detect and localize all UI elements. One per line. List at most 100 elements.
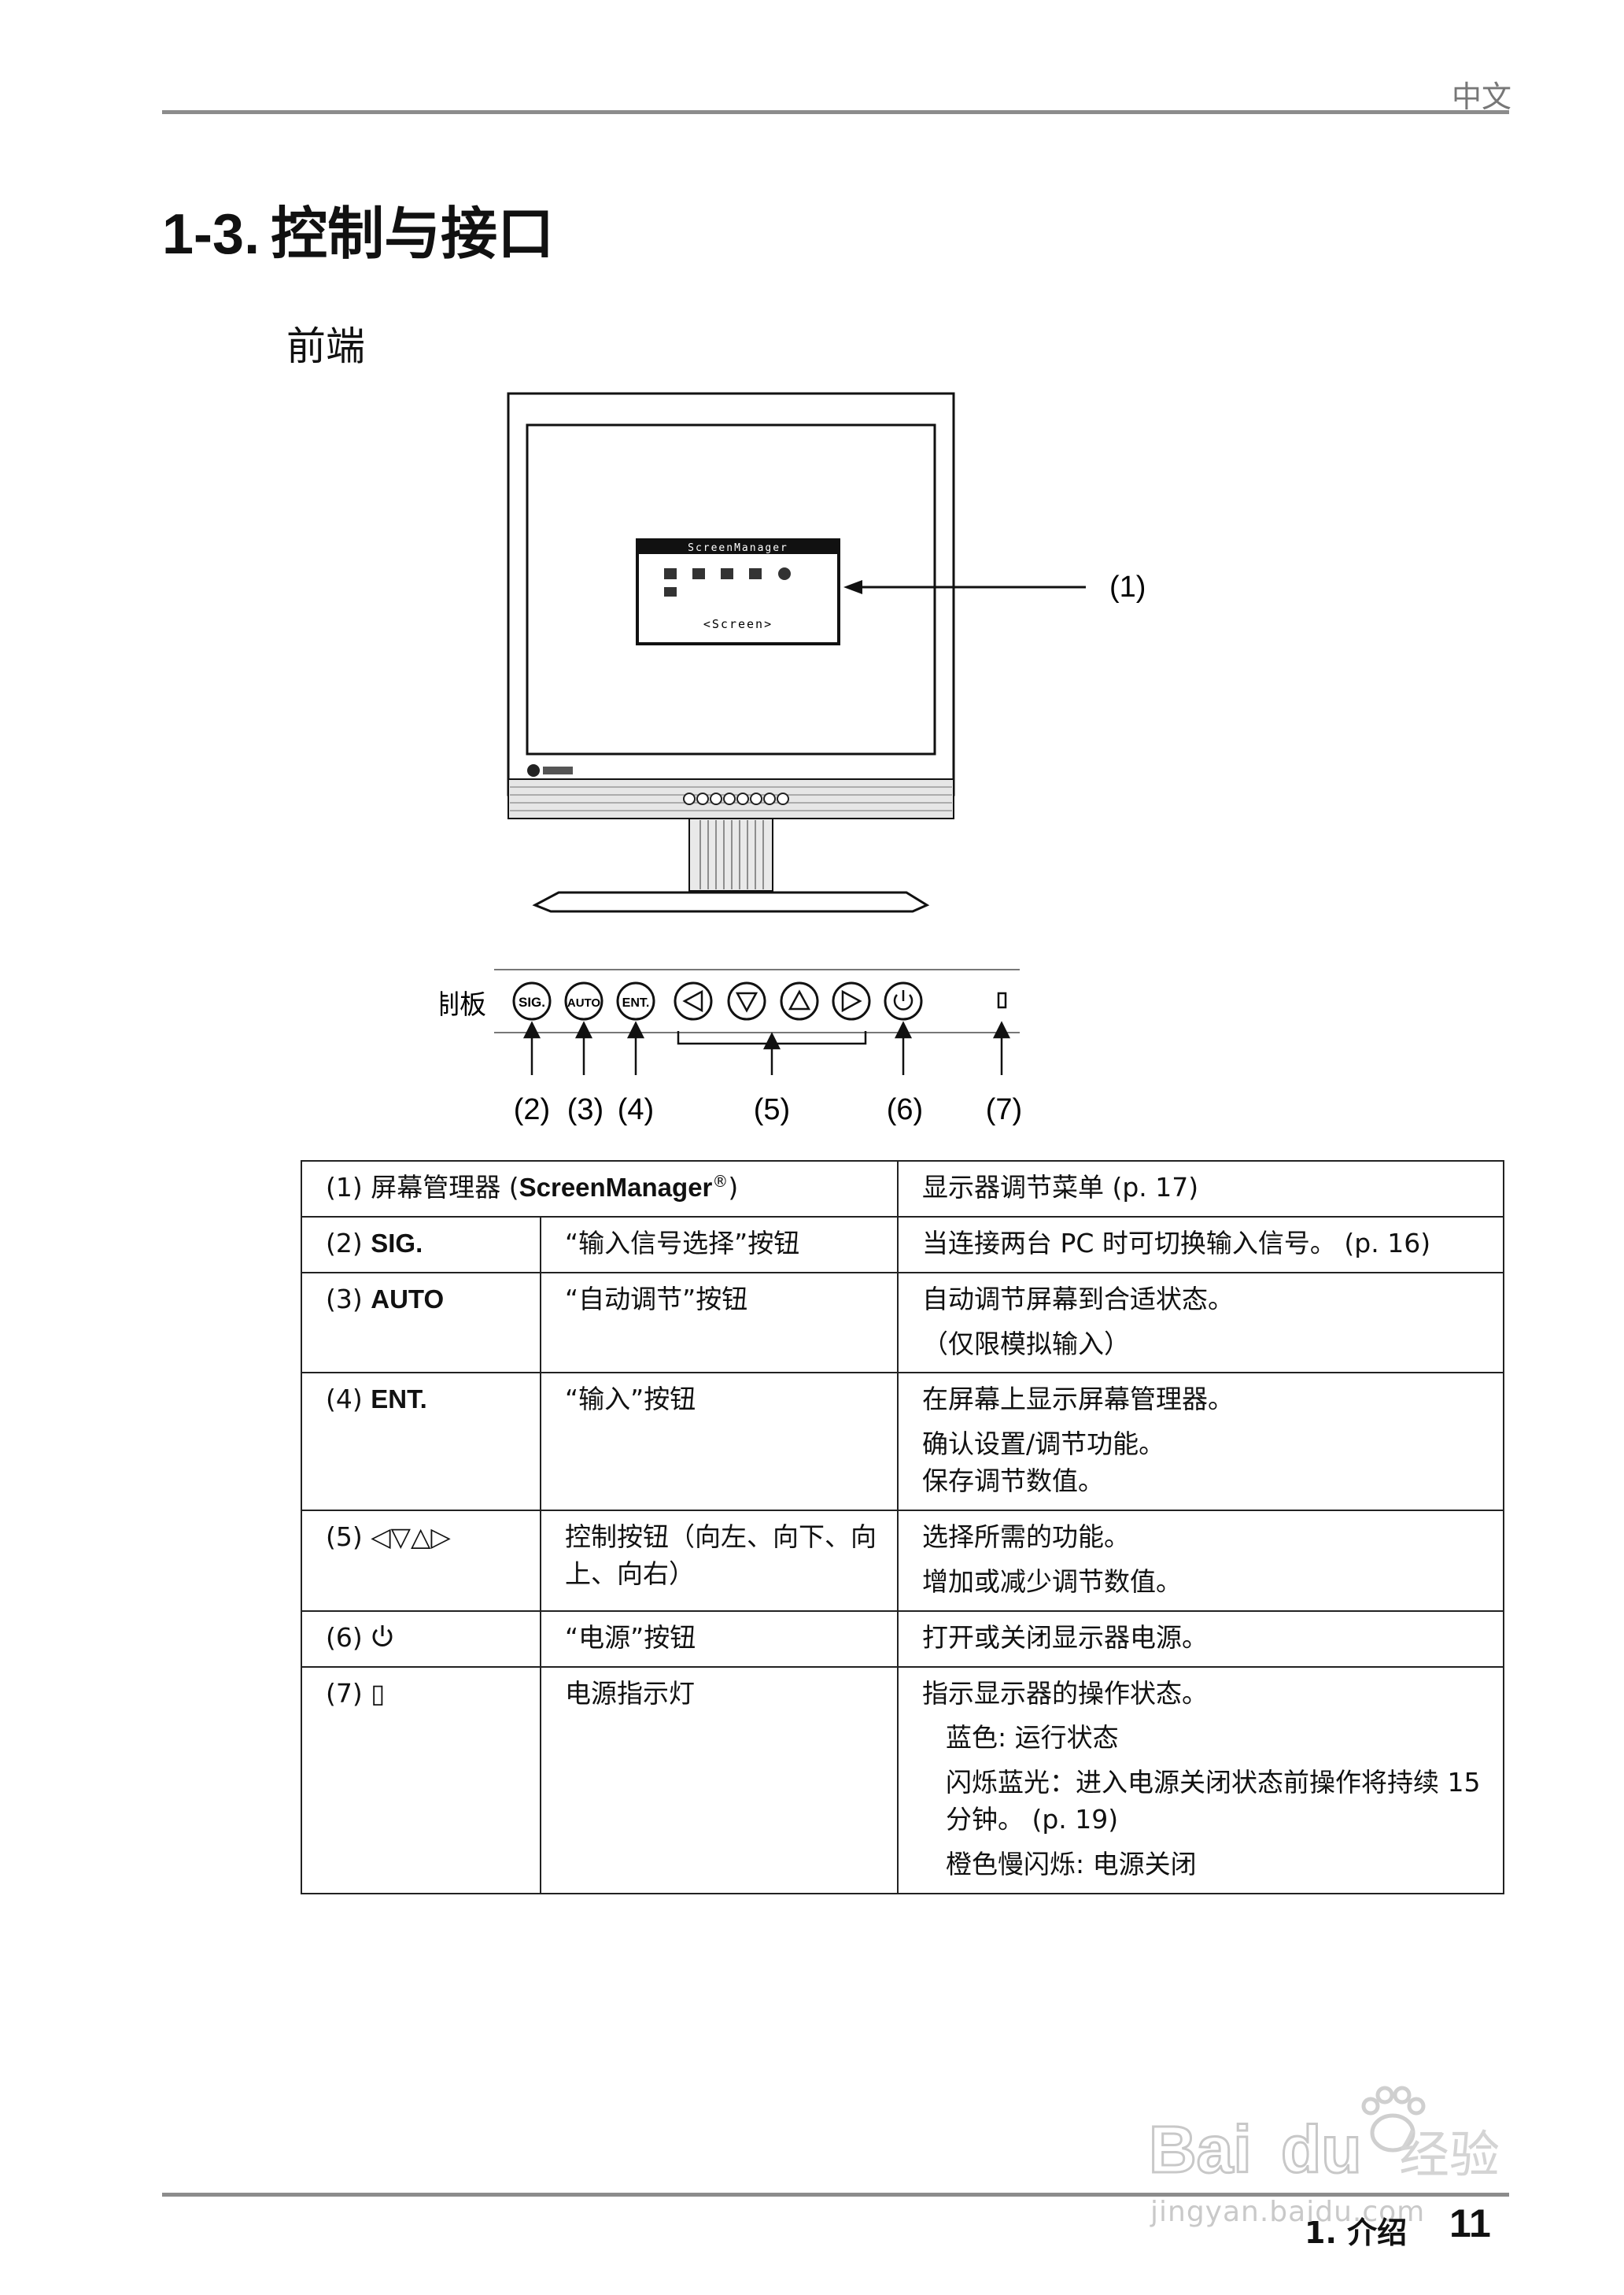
section-title: 控制与接口 [271, 203, 555, 266]
row-number: (3) [326, 1283, 363, 1314]
section-number: 1-3. [162, 203, 260, 266]
left-arrow-icon [682, 989, 703, 1013]
table-cell: “输入”按钮 [540, 1372, 899, 1512]
footer-rule [162, 2193, 1509, 2197]
table-row: (5) ◁▽△▷ 控制按钮（向左、向下、向上、向右） 选择所需的功能。增加或减少… [301, 1510, 1504, 1612]
power-indicator-icon: ▯ [371, 1677, 386, 1709]
sig-button [512, 981, 552, 1021]
row-number: (2) [326, 1227, 363, 1258]
table-cell: (1) 屏幕管理器 (ScreenManager®) [301, 1160, 899, 1218]
row-number: (6) [326, 1621, 363, 1653]
callout-1-arrow [843, 580, 862, 594]
table-cell: 在屏幕上显示屏幕管理器。确认设置/调节功能。保存调节数值。 [897, 1372, 1504, 1512]
table-cell: 打开或关闭显示器电源。 [897, 1609, 1504, 1668]
table-cell: (2) SIG. [301, 1215, 541, 1273]
osd-language-icon [778, 567, 791, 580]
osd-power-icon [721, 568, 733, 579]
desc-line: 橙色慢闪烁: 电源关闭 [946, 1849, 1197, 1880]
section-heading: 1-3.控制与接口 [162, 187, 554, 270]
callout-2: (2) [514, 1093, 550, 1126]
table-row: (2) SIG. “输入信号选择”按钮 当连接两台 PC 时可切换输入信号。 (… [301, 1215, 1504, 1273]
footer-section: 1. 介绍 [1305, 2216, 1408, 2250]
ent-button [616, 981, 655, 1021]
row-number: (5) [326, 1521, 363, 1553]
table-cell: 自动调节屏幕到合适状态。（仅限模拟输入） [897, 1271, 1504, 1374]
power-icon [372, 1624, 393, 1646]
desc-line: 闪烁蓝光：进入电源关闭状态前操作将持续 15 分钟。 (p. 19) [946, 1767, 1481, 1835]
control-panel-label: 控制板 [441, 989, 486, 1021]
desc-line: 保存调节数值。 [922, 1465, 1104, 1497]
desc-line: 增加或减少调节数值。 [922, 1565, 1182, 1597]
table-row: (6) “电源”按钮 打开或关闭显示器电源。 [301, 1609, 1504, 1668]
row1-label-suffix: ) [728, 1172, 739, 1203]
monitor-front-diagram: ScreenManager <Screen> (1) 控制板 SIG. AUTO… [441, 392, 1146, 1126]
auto-button [564, 981, 603, 1021]
table-cell: 显示器调节菜单 (p. 17) [897, 1160, 1504, 1218]
row-name: AUTO [371, 1284, 445, 1314]
osd-color-icon [692, 568, 705, 579]
svg-text:du: du [1281, 2112, 1362, 2186]
left-button [674, 981, 713, 1021]
registered-mark: ® [712, 1172, 729, 1191]
watermark-url: jingyan.baidu.com [1150, 2196, 1426, 2228]
svg-text:经验: 经验 [1399, 2127, 1500, 2185]
svg-text:Bai: Bai [1149, 2112, 1252, 2186]
table-cell: (6) [301, 1609, 541, 1668]
table-cell: (5) ◁▽△▷ [301, 1510, 541, 1612]
ent-button-label: ENT. [622, 996, 650, 1010]
table-cell: 控制按钮（向左、向下、向上、向右） [540, 1510, 899, 1612]
desc-line: 蓝色: 运行状态 [946, 1722, 1119, 1754]
paw-icon [1370, 2113, 1415, 2153]
monitor-neck [688, 818, 773, 892]
row1-label-bold: ScreenManager [519, 1173, 713, 1202]
desc-line: 确认设置/调节功能。 [922, 1428, 1165, 1460]
table-row: (4) ENT. “输入”按钮 在屏幕上显示屏幕管理器。确认设置/调节功能。保存… [301, 1372, 1504, 1512]
table-cell: 选择所需的功能。增加或减少调节数值。 [897, 1510, 1504, 1612]
table-cell: 当连接两台 PC 时可切换输入信号。 (p. 16) [897, 1215, 1504, 1273]
callout-4: (4) [618, 1093, 654, 1126]
desc-line: 指示显示器的操作状态。 [922, 1677, 1208, 1709]
controls-table: (1) 屏幕管理器 (ScreenManager®) 显示器调节菜单 (p. 1… [301, 1160, 1504, 1894]
table-row: (3) AUTO “自动调节”按钮 自动调节屏幕到合适状态。（仅限模拟输入） [301, 1271, 1504, 1374]
row1-label: (1) 屏幕管理器 ( [326, 1172, 519, 1203]
callout-1: (1) [1109, 571, 1146, 604]
table-row: (1) 屏幕管理器 (ScreenManager®) 显示器调节菜单 (p. 1… [301, 1160, 1504, 1218]
down-button [727, 981, 766, 1021]
osd-title: ScreenManager [688, 542, 788, 554]
table-cell: (7) ▯ [301, 1665, 541, 1894]
callout-5: (5) [754, 1093, 790, 1126]
osd-screen-label: <Screen> [703, 617, 773, 631]
table-cell: 指示显示器的操作状态。蓝色: 运行状态闪烁蓝光：进入电源关闭状态前操作将持续 1… [897, 1665, 1504, 1894]
up-arrow-icon [788, 989, 811, 1011]
desc-line: 选择所需的功能。 [922, 1521, 1130, 1553]
header-rule [162, 110, 1509, 114]
arrow-buttons-icon: ◁▽△▷ [371, 1521, 451, 1553]
callout-7: (7) [986, 1093, 1022, 1126]
osd-screen-icon [664, 568, 677, 579]
right-arrow-icon [841, 989, 862, 1013]
eizo-logo-icon [527, 764, 540, 777]
monitor-base [532, 891, 930, 913]
auto-button-label: AUTO [567, 996, 601, 1010]
baidu-jingyan-watermark: Bai du 经验 [1149, 2086, 1500, 2188]
table-cell: 电源指示灯 [540, 1665, 899, 1894]
table-row: (7) ▯ 电源指示灯 指示显示器的操作状态。蓝色: 运行状态闪烁蓝光：进入电源… [301, 1665, 1504, 1894]
row-number: (7) [326, 1677, 363, 1709]
row-number: (4) [326, 1384, 363, 1415]
sig-button-label: SIG. [519, 995, 545, 1010]
callout-6: (6) [887, 1093, 923, 1126]
right-button [832, 981, 871, 1021]
table-cell: “输入信号选择”按钮 [540, 1215, 899, 1273]
up-button [780, 981, 819, 1021]
down-arrow-icon [735, 992, 758, 1013]
row-name: SIG. [371, 1228, 423, 1258]
page-number: 11 [1449, 2201, 1491, 2245]
desc-line: （仅限模拟输入） [922, 1328, 1130, 1359]
table-cell: “自动调节”按钮 [540, 1271, 899, 1374]
desc-line: 在屏幕上显示屏幕管理器。 [922, 1384, 1234, 1415]
osd-info-icon [749, 568, 762, 579]
table-cell: (4) ENT. [301, 1372, 541, 1512]
power-icon [893, 994, 914, 1011]
table-cell: “电源”按钮 [540, 1609, 899, 1668]
osd-others-icon [664, 587, 677, 597]
